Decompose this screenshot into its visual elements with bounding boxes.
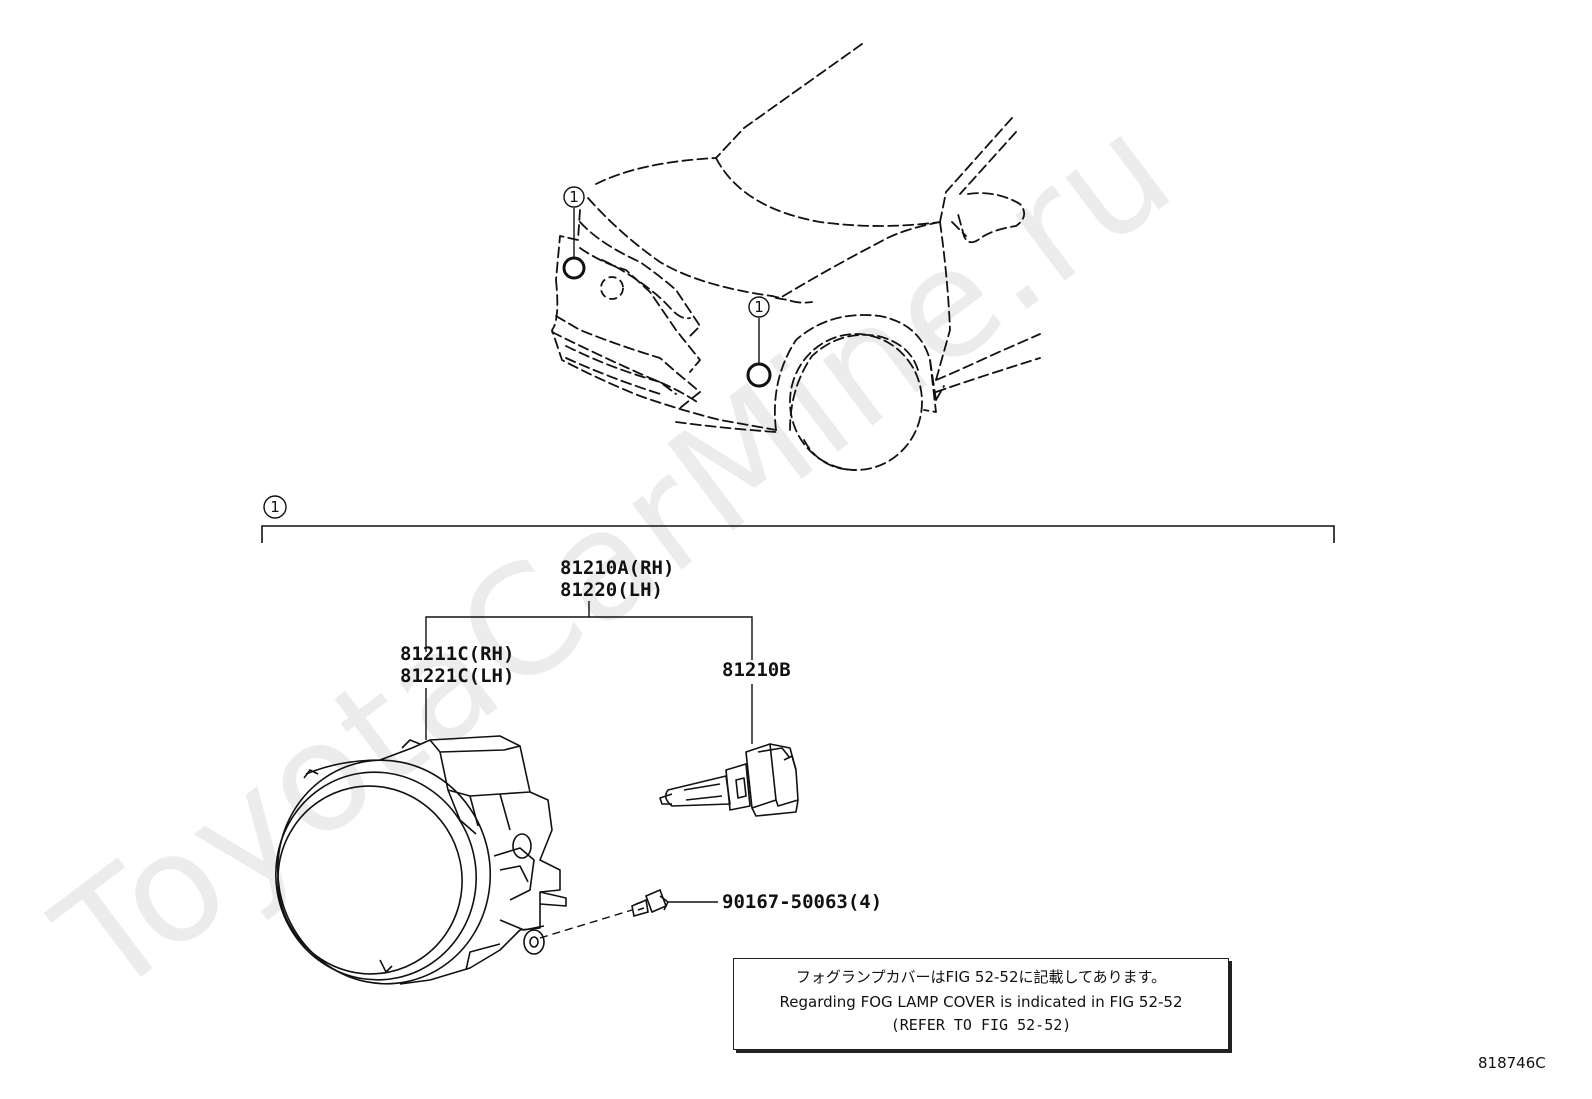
fog-lamp-unit-illustration	[275, 735, 567, 985]
part-label-screw: 90167-50063(4)	[722, 891, 882, 913]
callout-marker-section: 1	[263, 495, 287, 519]
part-leader-lines	[425, 601, 753, 903]
callout-marker-top-right: 1	[748, 296, 770, 318]
part-label-assembly-rh: 81210A(RH)	[560, 557, 674, 579]
watermark-text: ToyotaCarMine.ru	[26, 82, 1204, 1029]
part-label-lamp-unit-lh: 81221C(LH)	[400, 665, 514, 687]
part-label-lamp-unit-rh: 81211C(RH)	[400, 643, 514, 665]
callout-marker-top-left: 1	[563, 186, 585, 208]
fog-lamp-marker-left	[562, 256, 586, 280]
vehicle-front-illustration	[551, 43, 1041, 471]
note-english: Regarding FOG LAMP COVER is indicated in…	[779, 993, 1183, 1011]
bulb-illustration	[659, 743, 799, 817]
note-japanese: フォグランプカバーはFIG 52-52に記載してあります。	[795, 968, 1167, 986]
section-bracket	[261, 525, 1335, 543]
part-label-bulb: 81210B	[722, 659, 791, 681]
part-label-assembly-lh: 81220(LH)	[560, 579, 663, 601]
svg-text:1: 1	[569, 188, 579, 206]
note-reference: (REFER TO FIG 52-52)	[890, 1016, 1072, 1034]
screw-illustration	[631, 888, 670, 918]
svg-text:1: 1	[270, 498, 280, 516]
note-box: フォグランプカバーはFIG 52-52に記載してあります。 Regarding …	[733, 958, 1229, 1050]
figure-code: 818746C	[1478, 1054, 1546, 1072]
svg-text:1: 1	[754, 298, 764, 316]
